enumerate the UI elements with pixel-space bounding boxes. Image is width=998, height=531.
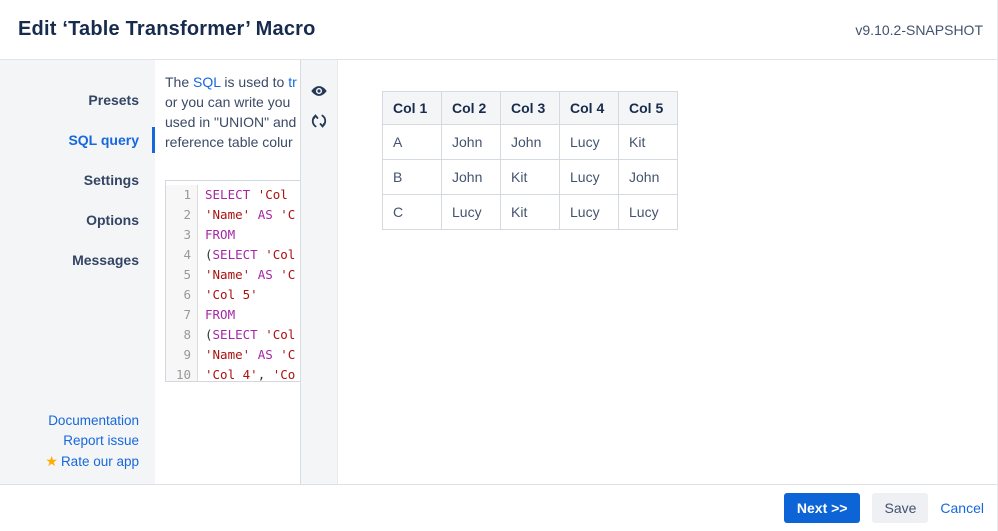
table-cell: John (500, 124, 560, 160)
save-button[interactable]: Save (872, 493, 929, 523)
table-cell: Lucy (441, 194, 501, 230)
code-line: 6'Col 5' (166, 285, 300, 305)
line-number: 5 (166, 265, 198, 285)
sidebar-item-settings[interactable]: Settings (0, 160, 155, 200)
table-cell: Lucy (559, 124, 619, 160)
sidebar-item-options[interactable]: Options (0, 200, 155, 240)
description-line: The SQL is used to tr (165, 72, 300, 92)
line-number: 4 (166, 245, 198, 265)
documentation-link[interactable]: Documentation (48, 413, 139, 428)
table-header-cell: Col 5 (618, 91, 678, 125)
description-line: used in "UNION" and (165, 114, 297, 130)
table-cell: A (382, 124, 442, 160)
sidebar-item-label: SQL query (68, 132, 139, 148)
code-line: 9'Name' AS 'C (166, 345, 300, 365)
code-line: 5'Name' AS 'C (166, 265, 300, 285)
table-header-cell: Col 3 (500, 91, 560, 125)
table-header-row: Col 1 Col 2 Col 3 Col 4 Col 5 (382, 91, 678, 125)
refresh-icon[interactable] (310, 112, 328, 130)
preview-table: Col 1 Col 2 Col 3 Col 4 Col 5 A John Joh… (382, 91, 678, 230)
table-cell: John (441, 124, 501, 160)
table-row: A John John Lucy Kit (382, 124, 678, 160)
line-number: 9 (166, 345, 198, 365)
table-cell: John (618, 159, 678, 195)
sidebar-item-label: Options (86, 212, 139, 228)
sidebar-item-label: Presets (88, 92, 139, 108)
rate-our-app-label: Rate our app (60, 454, 139, 469)
table-cell: Lucy (559, 159, 619, 195)
dialog-body: Presets SQL query Settings Options Messa… (0, 60, 997, 484)
table-cell: John (441, 159, 501, 195)
cancel-link[interactable]: Cancel (940, 500, 984, 516)
table-header-cell: Col 1 (382, 91, 442, 125)
description-text: The (165, 74, 194, 90)
sidebar: Presets SQL query Settings Options Messa… (0, 60, 155, 484)
code-line: 10'Col 4', 'Co (166, 365, 300, 381)
description-line: reference table colur (165, 134, 293, 150)
table-header-cell: Col 4 (559, 91, 619, 125)
description-line: or you can write you (165, 94, 291, 110)
table-cell: B (382, 159, 442, 195)
version-label: v9.10.2-SNAPSHOT (855, 21, 983, 38)
table-cell: Kit (618, 124, 678, 160)
sql-description: The SQL is used to tr or you can write y… (165, 72, 300, 152)
line-number: 8 (166, 325, 198, 345)
editor-toolbar (301, 60, 338, 484)
sidebar-item-label: Messages (72, 252, 139, 268)
line-number: 2 (166, 205, 198, 225)
table-cell: Kit (500, 159, 560, 195)
report-issue-link[interactable]: Report issue (63, 433, 139, 448)
sidebar-footer-links: Documentation Report issue ★Rate our app (0, 411, 155, 484)
table-row: B John Kit Lucy John (382, 159, 678, 195)
rate-our-app-link[interactable]: ★Rate our app (0, 451, 139, 472)
line-number: 6 (166, 285, 198, 305)
dialog-footer: Next >> Save Cancel (0, 484, 997, 531)
table-cell: Lucy (618, 194, 678, 230)
code-line: 2'Name' AS 'C (166, 205, 300, 225)
dialog-header: Edit ‘Table Transformer’ Macro v9.10.2-S… (0, 0, 997, 60)
table-cell: C (382, 194, 442, 230)
sidebar-item-messages[interactable]: Messages (0, 240, 155, 280)
sql-doc-link[interactable]: SQL (193, 74, 221, 90)
line-number: 1 (166, 185, 198, 205)
sql-query-panel: The SQL is used to tr or you can write y… (155, 60, 301, 484)
description-text: is used to (220, 74, 289, 90)
star-icon: ★ (45, 453, 58, 469)
line-number: 3 (166, 225, 198, 245)
preview-area: Col 1 Col 2 Col 3 Col 4 Col 5 A John Joh… (338, 60, 997, 484)
sidebar-item-sql-query[interactable]: SQL query (0, 120, 155, 160)
line-number: 7 (166, 305, 198, 325)
transform-link[interactable]: tr (288, 74, 297, 90)
eye-icon[interactable] (310, 82, 328, 100)
next-button[interactable]: Next >> (783, 493, 861, 523)
table-cell: Kit (500, 194, 560, 230)
table-cell: Lucy (559, 194, 619, 230)
line-number: 10 (166, 365, 198, 381)
sidebar-item-label: Settings (83, 172, 139, 188)
code-line: 4(SELECT 'Col (166, 245, 300, 265)
table-header-cell: Col 2 (441, 91, 501, 125)
sidebar-item-presets[interactable]: Presets (0, 80, 155, 120)
code-line: 8(SELECT 'Col (166, 325, 300, 345)
page-title: Edit ‘Table Transformer’ Macro (18, 18, 316, 40)
table-row: C Lucy Kit Lucy Lucy (382, 194, 678, 230)
